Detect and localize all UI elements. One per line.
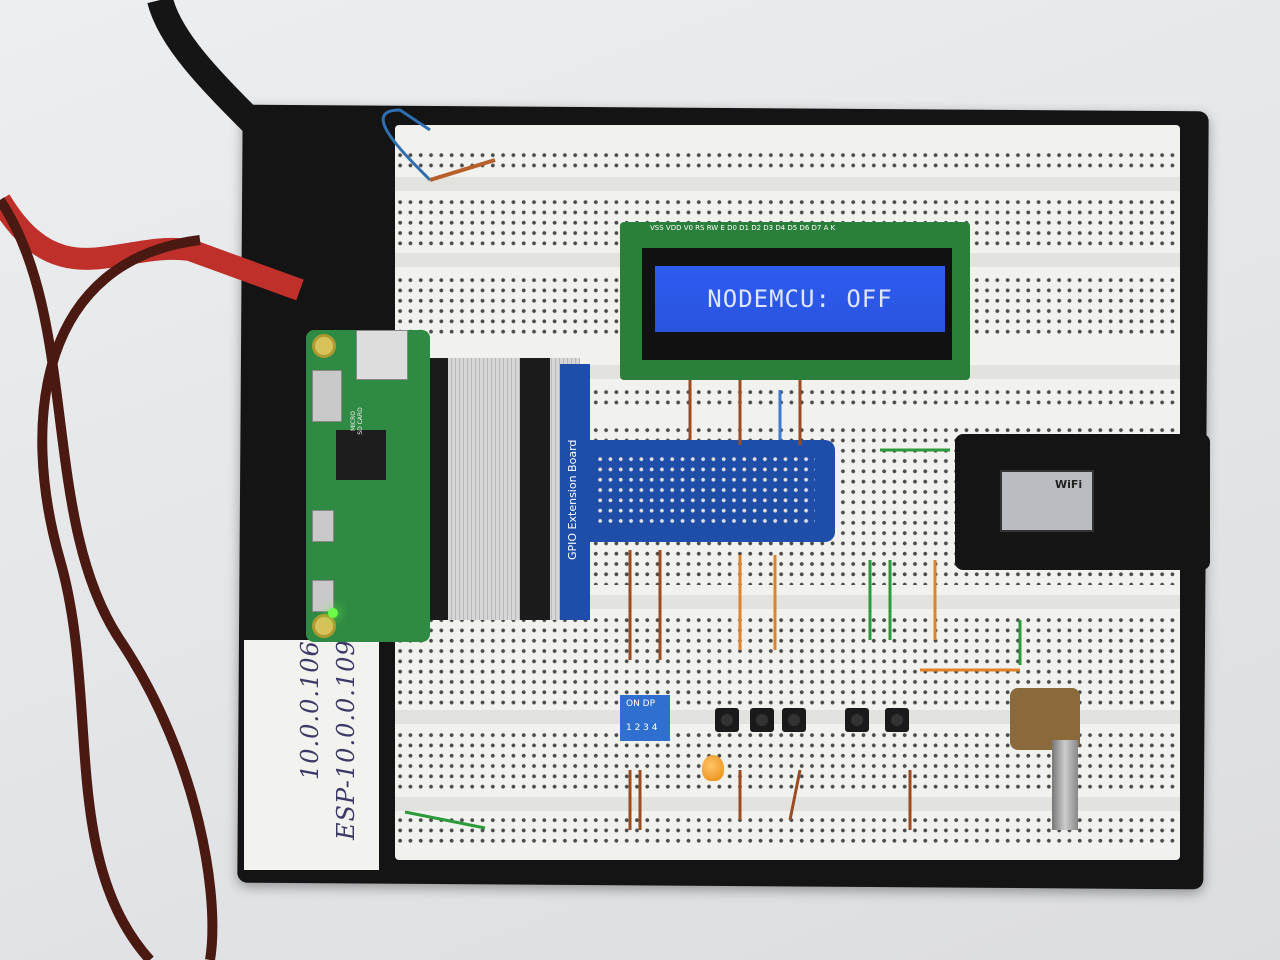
dip-numbers: 1 2 3 4 xyxy=(626,723,658,733)
lcd-pin-labels: VSS VDD V0 RS RW E D0 D1 D2 D3 D4 D5 D6 … xyxy=(650,224,836,232)
potentiometer-shaft[interactable] xyxy=(1052,740,1078,830)
push-button[interactable] xyxy=(750,708,774,732)
power-rail-bottom xyxy=(395,815,1180,845)
power-rail-mid xyxy=(395,387,1180,409)
push-button[interactable] xyxy=(715,708,739,732)
pi-power-led xyxy=(328,608,338,618)
dip-switch[interactable]: ON DP 1 2 3 4 xyxy=(620,695,670,741)
lcd-display-text: NODEMCU: OFF xyxy=(655,266,945,332)
ribbon-cable xyxy=(420,358,580,620)
black-power-lead xyxy=(147,0,311,198)
push-button[interactable] xyxy=(845,708,869,732)
gpio-extension-header xyxy=(585,440,835,542)
ip-note-card: 10.0.0.106 ESP-10.0.0.109 xyxy=(244,639,379,870)
usb-power-cable xyxy=(37,235,201,960)
orange-led xyxy=(702,755,724,781)
push-button[interactable] xyxy=(885,708,909,732)
usb-power-cable xyxy=(0,197,218,960)
potentiometer[interactable] xyxy=(1010,688,1080,750)
power-rail-top xyxy=(395,150,1180,172)
dip-label: ON DP xyxy=(626,699,656,709)
red-power-lead xyxy=(0,194,304,301)
esp-wifi-module xyxy=(1000,470,1094,532)
wifi-label: WiFi xyxy=(1055,478,1083,491)
push-button[interactable] xyxy=(782,708,806,732)
raspberry-pi-zero: MICRO SD CARD xyxy=(306,330,430,642)
